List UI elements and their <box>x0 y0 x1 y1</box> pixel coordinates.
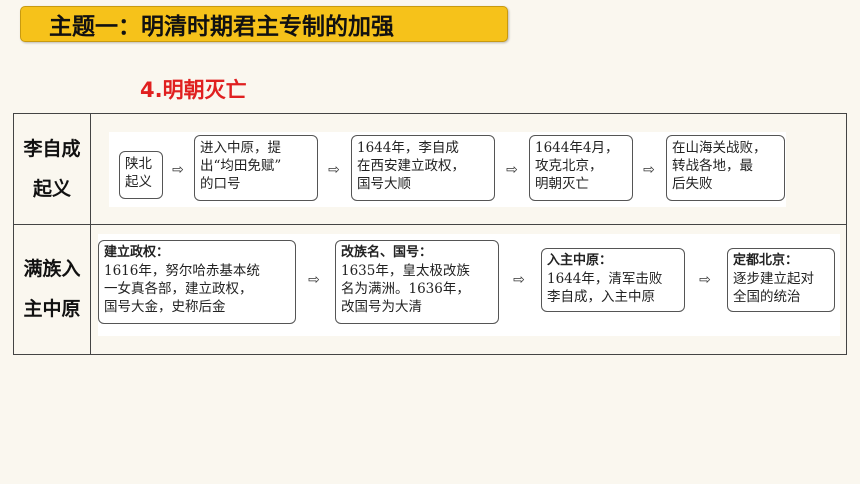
section-title: 4.明朝灭亡 <box>140 78 247 102</box>
row-label-li-zicheng: 李自成 起义 <box>14 114 91 224</box>
row-label-line: 李自成 <box>23 138 81 160</box>
flow-arrow-icon: ⇨ <box>506 162 518 178</box>
flow-box-later-jin: 建立政权： 1616年，努尔哈赤基本统 一女真各部，建立政权， 国号大金，史称后… <box>98 240 296 324</box>
flow-box-enter-central-plains: 入主中原： 1644年，清军击败 李自成，入主中原 <box>541 248 685 312</box>
flowchart-li-zicheng: 陕北 起义 ⇨ 进入中原，提 出“均田免赋” 的口号 ⇨ 1644年，李自成 在… <box>109 132 786 207</box>
row-label-line: 满族入 <box>23 258 81 280</box>
flow-box-dashun-regime: 1644年，李自成 在西安建立政权， 国号大顺 <box>351 135 495 201</box>
topic-title: 主题一：明清时期君主专制的加强 <box>49 13 394 40</box>
flow-arrow-icon: ⇨ <box>699 272 711 288</box>
flow-box-capital-beijing: 定都北京： 逐步建立起对 全国的统治 <box>727 248 835 312</box>
flow-arrow-icon: ⇨ <box>513 272 525 288</box>
flow-box-qing-dynasty: 改族名、国号： 1635年，皇太极改族 名为满洲。1636年， 改国号为大清 <box>335 240 499 324</box>
flow-box-enter-central-plains: 进入中原，提 出“均田免赋” 的口号 <box>194 135 318 201</box>
flow-arrow-icon: ⇨ <box>328 162 340 178</box>
flow-box-capture-beijing: 1644年4月， 攻克北京， 明朝灭亡 <box>529 135 633 201</box>
flow-arrow-icon: ⇨ <box>308 272 320 288</box>
table-row-li-zicheng: 李自成 起义 陕北 起义 ⇨ 进入中原，提 出“均田免赋” 的口号 ⇨ 1644… <box>14 114 846 225</box>
flow-arrow-icon: ⇨ <box>643 162 655 178</box>
history-table: 李自成 起义 陕北 起义 ⇨ 进入中原，提 出“均田免赋” 的口号 ⇨ 1644… <box>13 113 847 355</box>
row-label-manchu: 满族入 主中原 <box>14 224 91 354</box>
row-label-line: 起义 <box>32 178 71 200</box>
table-row-manchu: 满族入 主中原 建立政权： 1616年，努尔哈赤基本统 一女真各部，建立政权， … <box>14 224 846 354</box>
flow-box-defeat: 在山海关战败， 转战各地，最 后失败 <box>666 135 785 201</box>
topic-title-banner: 主题一：明清时期君主专制的加强 <box>20 6 508 42</box>
flow-arrow-icon: ⇨ <box>172 162 184 178</box>
row-label-line: 主中原 <box>23 298 81 320</box>
flowchart-manchu: 建立政权： 1616年，努尔哈赤基本统 一女真各部，建立政权， 国号大金，史称后… <box>98 234 840 336</box>
flow-box-shaanbei-uprising: 陕北 起义 <box>119 151 163 199</box>
